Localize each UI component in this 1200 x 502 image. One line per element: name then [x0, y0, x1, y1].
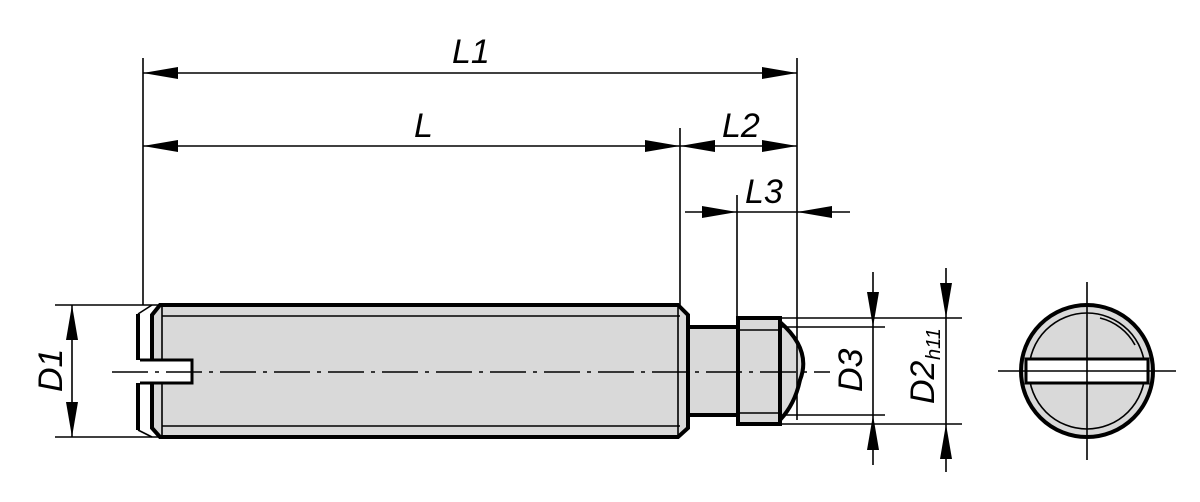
label-l3: L3 — [745, 173, 783, 211]
dimension-d1: D1 — [32, 305, 78, 437]
dimension-l2: L2 — [680, 107, 797, 152]
threaded-shank — [150, 303, 690, 439]
dimension-d3: D3 — [832, 272, 879, 465]
extension-lines — [55, 58, 962, 438]
label-d1: D1 — [32, 349, 70, 392]
slot-side-top — [137, 304, 153, 315]
dimension-l1: L1 — [143, 33, 797, 79]
label-d3: D3 — [832, 348, 870, 392]
label-l: L — [414, 107, 433, 145]
label-l2: L2 — [722, 107, 760, 145]
pin-dome — [778, 317, 806, 426]
dimension-l3: L3 — [685, 173, 850, 218]
label-d2-tolerance: h11 — [923, 328, 945, 360]
label-l1: L1 — [452, 33, 490, 71]
pin-neck — [686, 325, 740, 417]
pin-side-view — [112, 303, 830, 439]
dimension-l: L — [143, 107, 680, 152]
end-view-chamfer-arc — [1099, 317, 1136, 346]
pin-end-view — [998, 282, 1176, 460]
dimension-d2: D2 h11 — [904, 268, 952, 472]
slot-side-bottom — [137, 429, 153, 438]
pin-collar — [736, 316, 782, 426]
label-d2: D2 — [904, 360, 942, 404]
